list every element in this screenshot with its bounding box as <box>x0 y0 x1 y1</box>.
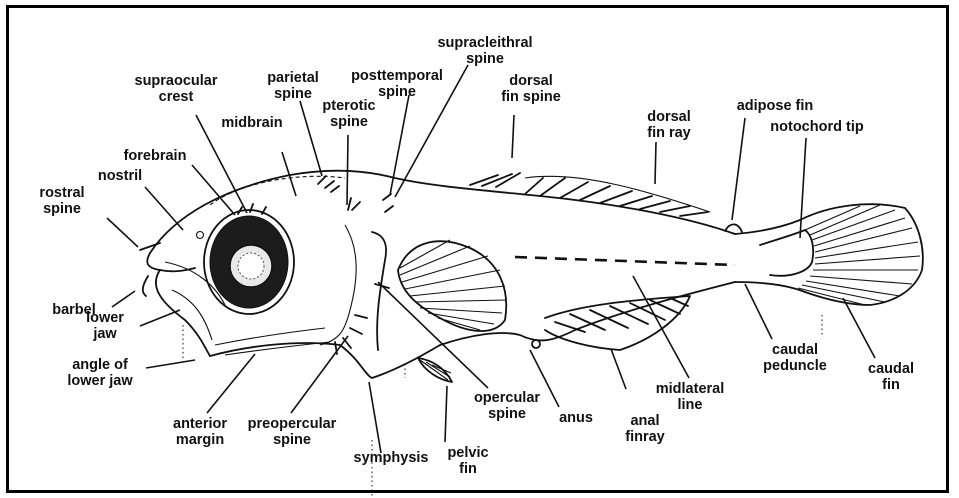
label-line: anterior <box>173 416 227 432</box>
label-line: spine <box>274 86 312 102</box>
label-line: crest <box>159 89 194 105</box>
label-adipose-fin: adipose fin <box>737 98 814 114</box>
label-line: spine <box>466 51 504 67</box>
label-line: preopercular <box>248 416 337 432</box>
label-line: spine <box>273 432 311 448</box>
label-line: finray <box>625 429 665 445</box>
label-midbrain: midbrain <box>221 115 282 131</box>
label-line: supraocular <box>135 73 218 89</box>
label-line: pterotic <box>322 98 375 114</box>
label-line: angle of <box>72 357 128 373</box>
label-line: symphysis <box>354 450 429 466</box>
label-line: fin spine <box>501 89 561 105</box>
label-notochord-tip: notochord tip <box>770 119 864 135</box>
label-line: lower jaw <box>67 373 133 389</box>
label-line: peduncle <box>763 358 827 374</box>
label-forebrain: forebrain <box>124 148 187 164</box>
label-line: spine <box>378 84 416 100</box>
label-line: caudal <box>868 361 914 377</box>
label-line: midbrain <box>221 115 282 131</box>
label-line: dorsal <box>509 73 553 89</box>
label-line: nostril <box>98 168 142 184</box>
label-line: anal <box>630 413 659 429</box>
label-symphysis: symphysis <box>354 450 429 466</box>
label-line: caudal <box>772 342 818 358</box>
label-line: fin ray <box>647 125 691 141</box>
label-line: midlateral <box>656 381 725 397</box>
label-line: adipose fin <box>737 98 814 114</box>
label-line: line <box>678 397 703 413</box>
label-line: dorsal <box>647 109 691 125</box>
label-line: spine <box>43 201 81 217</box>
label-line: fin <box>459 461 477 477</box>
label-line: forebrain <box>124 148 187 164</box>
label-anus: anus <box>559 410 593 426</box>
label-line: opercular <box>474 390 540 406</box>
label-line: spine <box>488 406 526 422</box>
label-line: posttemporal <box>351 68 443 84</box>
label-nostril: nostril <box>98 168 142 184</box>
label-line: pelvic <box>447 445 488 461</box>
label-line: supracleithral <box>437 35 532 51</box>
label-line: notochord tip <box>770 119 864 135</box>
label-line: anus <box>559 410 593 426</box>
label-line: rostral <box>39 185 84 201</box>
label-line: spine <box>330 114 368 130</box>
label-line: fin <box>882 377 900 393</box>
label-line: parietal <box>267 70 319 86</box>
label-line: jaw <box>92 326 117 342</box>
fish-body <box>140 171 923 498</box>
label-line: margin <box>176 432 224 448</box>
label-line: lower <box>86 310 124 326</box>
